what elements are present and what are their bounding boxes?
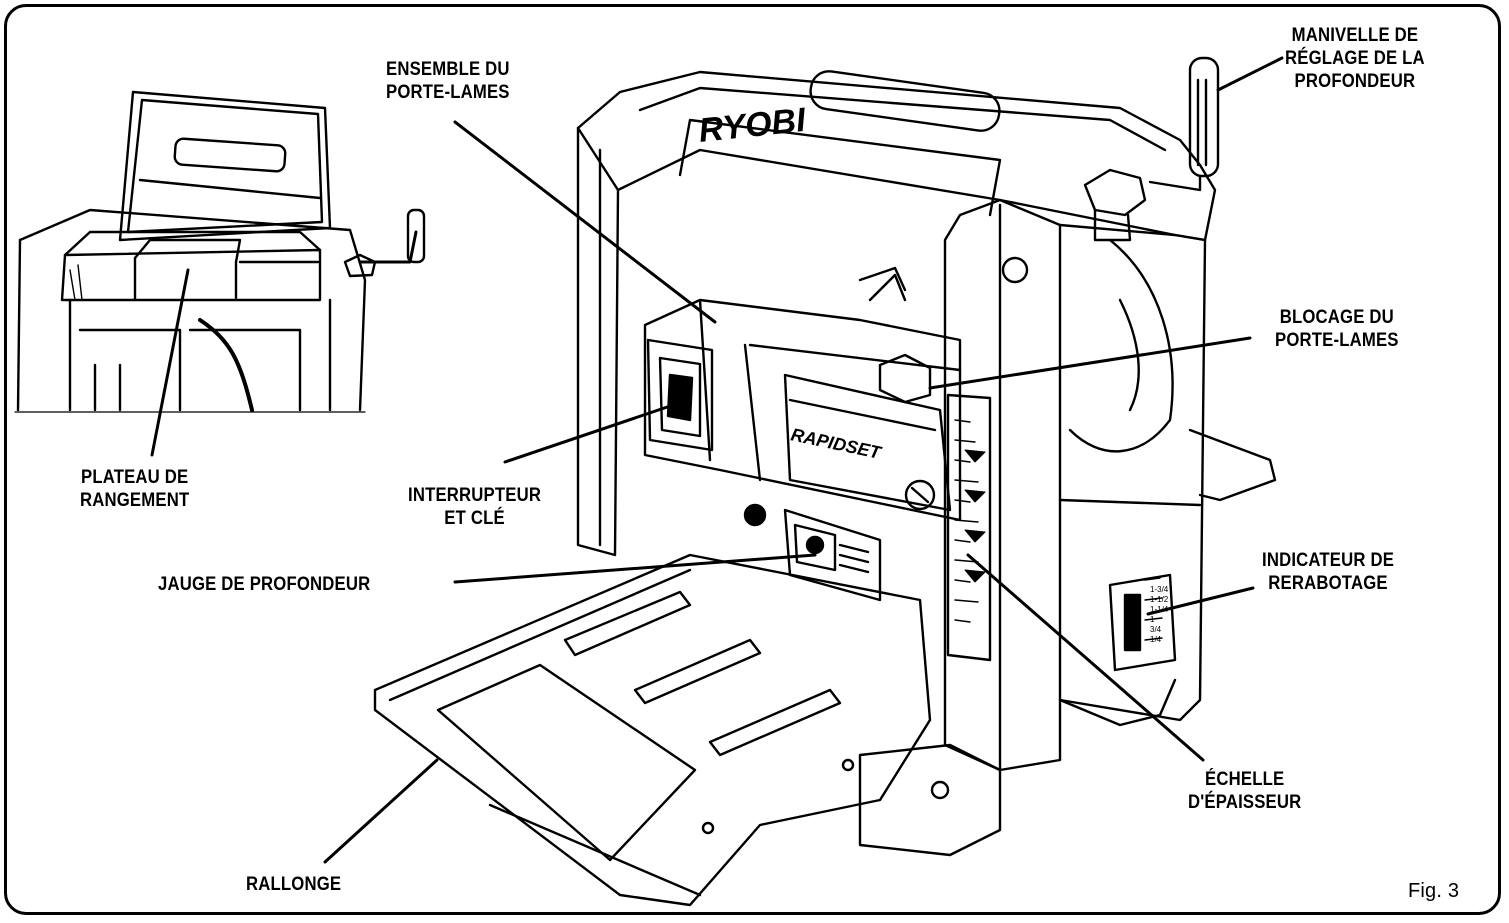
thickness-scale — [946, 393, 992, 662]
leader-interrupteur — [503, 398, 690, 464]
leader-ensemble — [453, 120, 717, 324]
leader-jauge — [453, 553, 817, 584]
planer-body — [373, 56, 1277, 907]
figure-frame — [4, 4, 1501, 915]
leader-indicateur — [1146, 586, 1255, 616]
leader-plateau — [150, 268, 190, 457]
rerabotage-indicator-part — [1108, 573, 1177, 672]
rerabotage-mark: 3/4 — [1150, 625, 1162, 634]
rerabotage-mark: 1/4 — [1150, 635, 1162, 644]
leader-blocage — [928, 336, 1252, 390]
rerabotage-mark: 1 — [1150, 615, 1155, 624]
leader-rallonge — [323, 758, 439, 864]
inset-storage-tray — [14, 90, 426, 413]
label-interrupteur-cle: INTERRUPTEUR ET CLÉ — [408, 485, 542, 529]
cutterhead-assembly — [643, 266, 962, 522]
figure-number: Fig. 3 — [1408, 880, 1460, 902]
label-manivelle-reglage: MANIVELLE DE RÉGLAGE DE LA PROFONDEUR — [1285, 25, 1425, 92]
rerabotage-mark: 1-3/4 — [1150, 585, 1169, 594]
label-blocage-porte-lames: BLOCAGE DU PORTE-LAMES — [1275, 307, 1399, 351]
label-plateau-rangement: PLATEAU DE RANGEMENT — [80, 467, 190, 511]
label-jauge-profondeur: JAUGE DE PROFONDEUR — [158, 574, 371, 595]
leader-echelle — [966, 553, 1205, 762]
infeed-extension-table — [373, 553, 932, 907]
brand-logo-text: RYOBI — [697, 101, 809, 150]
blade-guard-logo-text: RAPIDSET — [789, 424, 884, 463]
label-rallonge: RALLONGE — [246, 874, 342, 895]
rerabotage-mark: 1-1/2 — [1150, 595, 1169, 604]
label-indicateur-rerabotage: INDICATEUR DE RERABOTAGE — [1262, 550, 1395, 594]
depth-crank — [1083, 56, 1220, 242]
rerabotage-mark: 1-1/4 — [1150, 605, 1169, 614]
depth-gauge-part — [783, 508, 882, 602]
leader-manivelle — [1216, 56, 1284, 92]
label-echelle-epaisseur: ÉCHELLE D'ÉPAISSEUR — [1188, 769, 1302, 813]
leader-lines — [150, 56, 1284, 864]
label-ensemble-porte-lames: ENSEMBLE DU PORTE-LAMES — [386, 59, 510, 103]
